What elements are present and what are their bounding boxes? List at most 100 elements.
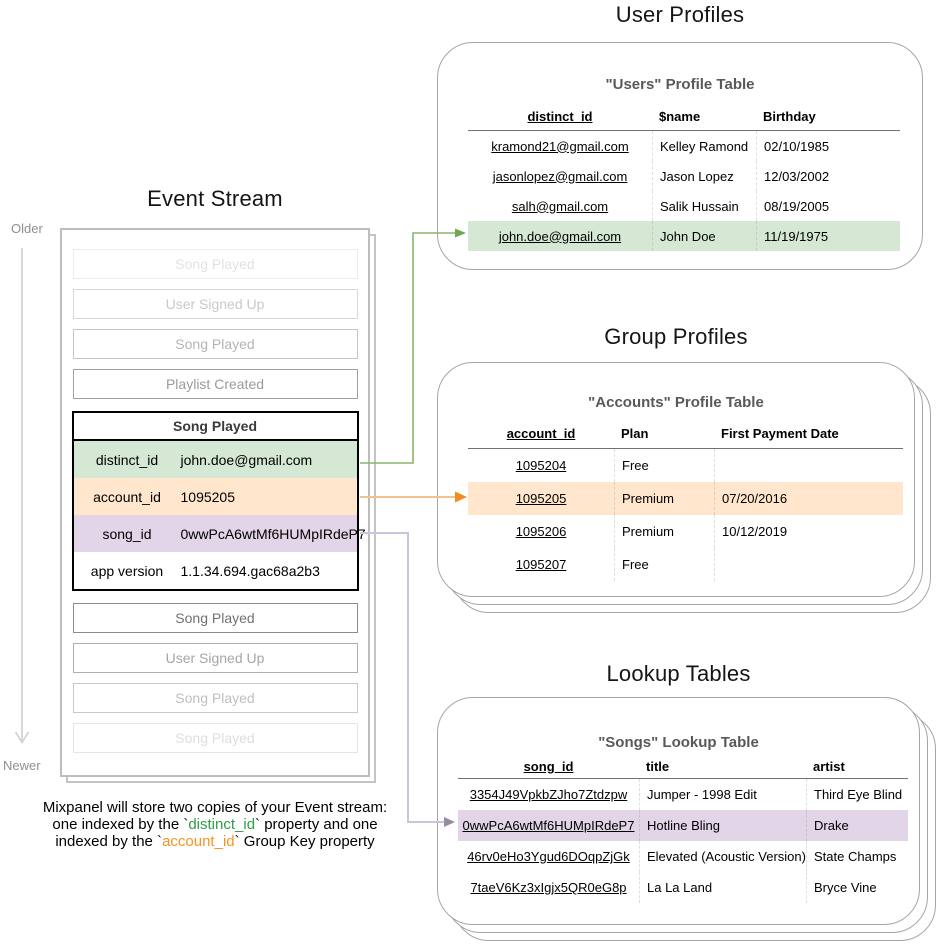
table-row-highlighted: 0wwPcA6wtMf6HUMpIRdeP7 Hotline Bling Dra… xyxy=(458,810,908,841)
users-table-header: distinct_id $name Birthday xyxy=(468,103,900,131)
property-value: 1095205 xyxy=(180,488,236,505)
cell-birthday: 11/19/1975 xyxy=(756,221,900,251)
cell-title: La La Land xyxy=(639,872,806,903)
cell-plan: Premium xyxy=(614,515,714,548)
property-value: 1.1.34.694.gac68a2b3 xyxy=(180,562,320,579)
cell-plan: Free xyxy=(614,548,714,581)
expanded-event-title: Song Played xyxy=(73,413,357,441)
group-profiles-title: Group Profiles xyxy=(604,324,748,349)
cell-artist: State Champs xyxy=(806,841,908,872)
table-row: 3354J49VpkbZJho7Ztdzpw Jumper - 1998 Edi… xyxy=(458,779,908,810)
cell-distinct-id: salh@gmail.com xyxy=(511,198,609,214)
users-profile-card: "Users" Profile Table distinct_id $name … xyxy=(437,42,923,270)
cell-first-payment-date xyxy=(714,449,903,482)
users-table: distinct_id $name Birthday kramond21@gma… xyxy=(468,103,900,251)
property-key: account_id xyxy=(93,488,161,505)
footnote-caption: Mixpanel will store two copies of your E… xyxy=(20,799,410,850)
event-item: Playlist Created xyxy=(72,369,358,399)
event-stream-container: Song Played User Signed Up Song Played P… xyxy=(60,228,370,777)
timeline-older-label: Older xyxy=(11,221,43,236)
caption-line3-prefix: indexed by the ` xyxy=(55,833,163,850)
table-row: 1095206 Premium 10/12/2019 xyxy=(468,515,903,548)
table-row-highlighted: 1095205 Premium 07/20/2016 xyxy=(468,482,903,515)
cell-artist: Drake xyxy=(806,810,908,841)
cell-distinct-id: jasonlopez@gmail.com xyxy=(492,168,628,184)
caption-distinct-id-code: distinct_id xyxy=(188,816,256,833)
timeline-newer-label: Newer xyxy=(3,758,41,773)
accounts-table-header: account_id Plan First Payment Date xyxy=(468,419,903,449)
table-row: 7taeV6Kz3xIgjx5QR0eG8p La La Land Bryce … xyxy=(458,872,908,903)
cell-title: Hotline Bling xyxy=(639,810,806,841)
cell-distinct-id: john.doe@gmail.com xyxy=(498,228,622,244)
cell-first-payment-date xyxy=(714,548,903,581)
lookup-tables-title: Lookup Tables xyxy=(606,661,751,686)
caption-line1: Mixpanel will store two copies of your E… xyxy=(42,799,388,816)
cell-title: Elevated (Acoustic Version) xyxy=(639,841,806,872)
property-key: distinct_id xyxy=(95,451,159,468)
cell-plan: Premium xyxy=(614,482,714,515)
expanded-event-card: Song Played distinct_id john.doe@gmail.c… xyxy=(71,411,366,591)
cell-first-payment-date: 07/20/2016 xyxy=(714,482,903,515)
cell-distinct-id: kramond21@gmail.com xyxy=(491,138,629,154)
cell-plan: Free xyxy=(614,449,714,482)
cell-song-id: 0wwPcA6wtMf6HUMpIRdeP7 xyxy=(462,818,635,833)
column-header: artist xyxy=(813,758,845,774)
caption-line2-prefix: one indexed by the ` xyxy=(52,816,189,833)
cell-name: Salik Hussain xyxy=(652,191,756,221)
cell-account-id: 1095207 xyxy=(515,557,567,572)
property-row-app-version: app version 1.1.34.694.gac68a2b3 xyxy=(74,552,357,589)
property-row-account-id: account_id 1095205 xyxy=(73,478,357,515)
column-header: Plan xyxy=(621,426,649,441)
songs-table: song_id title artist 3354J49VpkbZJho7Ztd… xyxy=(458,754,908,903)
event-item: Song Played xyxy=(72,683,358,713)
event-item: User Signed Up xyxy=(72,643,358,673)
users-table-title: "Users" Profile Table xyxy=(605,76,755,93)
timeline-arrow-icon xyxy=(14,248,30,744)
table-row-highlighted: john.doe@gmail.com John Doe 11/19/1975 xyxy=(468,221,900,251)
cell-song-id: 7taeV6Kz3xIgjx5QR0eG8p xyxy=(470,880,627,895)
cell-song-id: 3354J49VpkbZJho7Ztdzpw xyxy=(469,787,628,802)
property-row-song-id: song_id 0wwPcA6wtMf6HUMpIRdeP7 xyxy=(73,515,366,552)
cell-first-payment-date: 10/12/2019 xyxy=(714,515,903,548)
cell-song-id: 46rv0eHo3Ygud6DOqpZjGk xyxy=(467,849,630,864)
cell-title: Jumper - 1998 Edit xyxy=(639,779,806,810)
cell-account-id: 1095205 xyxy=(515,491,567,506)
event-item: Song Played xyxy=(72,603,358,633)
property-row-distinct-id: distinct_id john.doe@gmail.com xyxy=(73,441,357,478)
table-row: jasonlopez@gmail.com Jason Lopez 12/03/2… xyxy=(468,161,900,191)
table-row: kramond21@gmail.com Kelley Ramond 02/10/… xyxy=(468,131,900,161)
column-header: distinct_id xyxy=(527,109,593,124)
event-item: Song Played xyxy=(72,329,358,359)
column-header: Birthday xyxy=(763,109,816,124)
songs-table-title: "Songs" Lookup Table xyxy=(598,734,759,751)
column-header: title xyxy=(646,758,670,774)
caption-account-id-code: account_id xyxy=(162,833,235,850)
cell-name: Jason Lopez xyxy=(652,161,756,191)
property-value: 0wwPcA6wtMf6HUMpIRdeP7 xyxy=(180,525,366,542)
event-stream-title: Event Stream xyxy=(147,186,283,211)
column-header: $name xyxy=(659,109,701,124)
table-row: 1095207 Free xyxy=(468,548,903,581)
event-item: Song Played xyxy=(72,249,358,279)
cell-birthday: 08/19/2005 xyxy=(756,191,900,221)
table-row: salh@gmail.com Salik Hussain 08/19/2005 xyxy=(468,191,900,221)
column-header: song_id xyxy=(523,758,574,774)
table-row: 46rv0eHo3Ygud6DOqpZjGk Elevated (Acousti… xyxy=(458,841,908,872)
cell-account-id: 1095204 xyxy=(515,458,567,473)
songs-lookup-card: "Songs" Lookup Table song_id title artis… xyxy=(437,697,920,925)
cell-artist: Third Eye Blind xyxy=(806,779,908,810)
event-item: Song Played xyxy=(72,723,358,753)
cell-account-id: 1095206 xyxy=(515,524,567,539)
table-row: 1095204 Free xyxy=(468,449,903,482)
user-profiles-title: User Profiles xyxy=(615,2,745,27)
caption-line2-suffix: ` property and one xyxy=(255,816,378,833)
property-value: john.doe@gmail.com xyxy=(180,451,313,468)
column-header: account_id xyxy=(506,426,576,441)
accounts-table: account_id Plan First Payment Date 10952… xyxy=(468,419,903,581)
column-header: First Payment Date xyxy=(721,426,839,441)
accounts-table-title: "Accounts" Profile Table xyxy=(588,394,764,411)
event-item: User Signed Up xyxy=(72,289,358,319)
cell-birthday: 12/03/2002 xyxy=(756,161,900,191)
cell-name: Kelley Ramond xyxy=(652,131,756,161)
